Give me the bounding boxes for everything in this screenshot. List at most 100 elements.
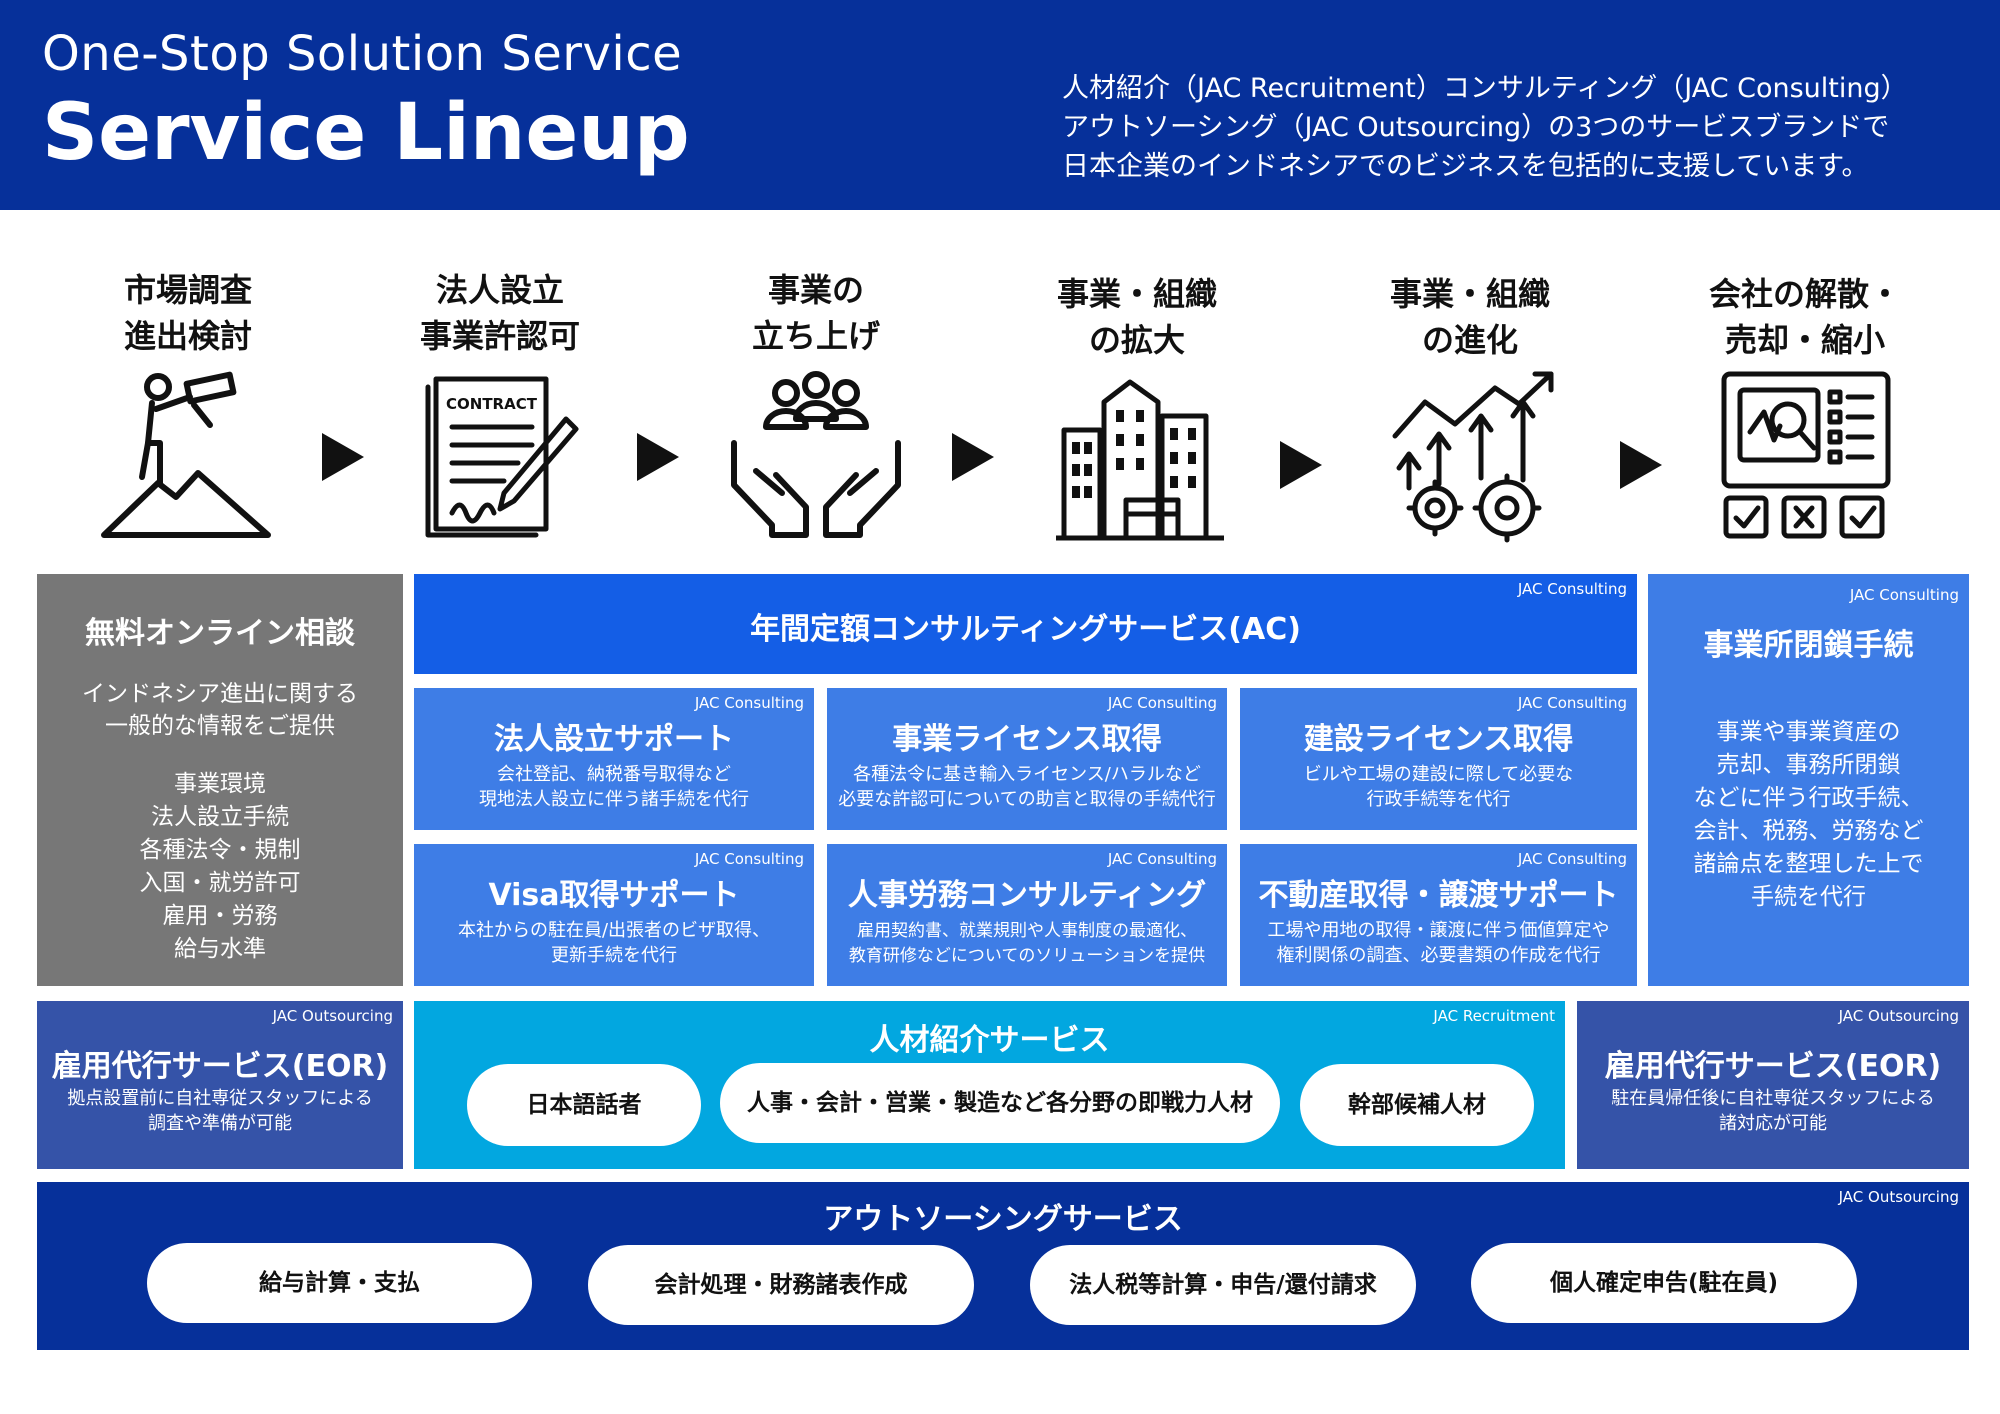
page-title: Service Lineup — [42, 88, 690, 178]
free-consultation-desc: 一般的な情報をご提供 — [105, 713, 335, 739]
free-consultation-title: 無料オンライン相談 — [85, 616, 355, 651]
service-desc: 各種法令に基き輸入ライセンス/ハラルなど — [853, 764, 1201, 785]
annual-consulting-panel: JAC Consulting 年間定額コンサルティングサービス(AC) — [414, 574, 1637, 674]
office-closure-title: 事業所閉鎖手続 — [1703, 628, 1914, 663]
brand-tag: JAC Consulting — [1107, 850, 1217, 868]
header-description-line: アウトソーシング（JAC Outsourcing）の3つのサービスブランドで — [1062, 112, 1890, 143]
stage-label-line: の進化 — [1421, 321, 1518, 359]
header-banner — [0, 0, 2000, 210]
outsourcing-service-pill: 法人税等計算・申告/還付請求 — [1030, 1245, 1416, 1325]
service-desc: 現地法人設立に伴う諸手続を代行 — [479, 789, 749, 810]
service-desc: 行政手続等を代行 — [1366, 789, 1511, 810]
topic-item: 各種法令・規制 — [139, 837, 301, 863]
free-consultation-panel: 無料オンライン相談 インドネシア進出に関する 一般的な情報をご提供 事業環境 法… — [37, 574, 403, 986]
stage-label-line: 市場調査 — [123, 271, 252, 309]
topic-item: 事業環境 — [174, 771, 266, 797]
header-description-line: 日本企業のインドネシアでのビジネスを包括的に支援しています。 — [1062, 151, 1869, 182]
eor-desc: 諸対応が可能 — [1719, 1113, 1827, 1134]
header-description-line: 人材紹介（JAC Recruitment）コンサルティング（JAC Consul… — [1062, 73, 1908, 104]
service-card: JAC Consulting 建設ライセンス取得 ビルや工場の建設に際して必要な… — [1240, 688, 1637, 830]
stage-label-line: 進出検討 — [123, 317, 252, 355]
topic-item: 入国・就労許可 — [139, 870, 301, 896]
stage-label: 事業・組織 の進化 — [1345, 271, 1595, 363]
checklist-board-icon — [1721, 371, 1891, 539]
eor-desc: 調査や準備が可能 — [148, 1113, 292, 1134]
brand-tag: JAC Consulting — [1517, 850, 1627, 868]
stage-label-line: 立ち上げ — [751, 317, 880, 355]
brand-tag: JAC Recruitment — [1433, 1007, 1555, 1025]
annual-consulting-title: 年間定額コンサルティングサービス(AC) — [750, 612, 1301, 647]
service-card: JAC Consulting 事業ライセンス取得 各種法令に基き輸入ライセンス/… — [827, 688, 1227, 830]
brand-tag: JAC Consulting — [1849, 586, 1959, 604]
brand-tag: JAC Outsourcing — [272, 1007, 393, 1025]
eor-panel: JAC Outsourcing 雇用代行サービス(EOR) 駐在員帰任後に自社専… — [1577, 1001, 1969, 1169]
service-desc: 教育研修などについてのソリューションを提供 — [848, 946, 1206, 966]
service-title: Visa取得サポート — [488, 878, 740, 913]
office-closure-panel: JAC Consulting 事業所閉鎖手続 事業や事業資産の 売却、事務所閉鎖… — [1648, 574, 1969, 986]
recruit-category-pill: 日本語話者 — [467, 1064, 701, 1146]
office-closure-desc: 事業や事業資産の — [1716, 719, 1901, 745]
brand-tag: JAC Consulting — [694, 850, 804, 868]
eor-title: 雇用代行サービス(EOR) — [51, 1049, 389, 1084]
service-desc: 雇用契約書、就業規則や人事制度の最適化、 — [857, 921, 1197, 941]
team-hands-icon — [731, 371, 901, 538]
brand-tag: JAC Consulting — [1517, 580, 1627, 598]
office-closure-desc: 売却、事務所閉鎖 — [1716, 752, 1901, 778]
stage-label-line: 事業許認可 — [419, 317, 580, 355]
brand-tag: JAC Consulting — [694, 694, 804, 712]
service-desc: 本社からの駐在員/出張者のビザ取得、 — [457, 920, 771, 941]
service-title: 建設ライセンス取得 — [1303, 722, 1574, 757]
header-subtitle: One-Stop Solution Service — [42, 26, 683, 82]
service-card: JAC Consulting 法人設立サポート 会社登記、納税番号取得など 現地… — [414, 688, 814, 830]
eor-desc: 駐在員帰任後に自社専従スタッフによる — [1611, 1088, 1935, 1109]
free-consultation-desc: インドネシア進出に関する — [82, 681, 358, 707]
recruitment-title: 人材紹介サービス — [869, 1023, 1110, 1058]
buildings-icon — [1056, 379, 1224, 541]
recruit-category-pill: 幹部候補人材 — [1300, 1064, 1534, 1146]
explorer-telescope-icon — [101, 371, 271, 538]
service-desc: 会社登記、納税番号取得など — [497, 764, 731, 785]
contract-icon: CONTRACT — [425, 376, 579, 538]
service-desc: 工場や用地の取得・譲渡に伴う価値算定や — [1267, 920, 1610, 941]
service-card: JAC Consulting Visa取得サポート 本社からの駐在員/出張者のビ… — [414, 844, 814, 986]
service-title: 人事労務コンサルティング — [847, 878, 1207, 913]
stage-label: 事業・組織 の拡大 — [1012, 271, 1262, 363]
office-closure-desc: などに伴う行政手続、 — [1693, 785, 1924, 811]
stage-label: 事業の 立ち上げ — [691, 267, 941, 359]
eor-title: 雇用代行サービス(EOR) — [1604, 1049, 1942, 1084]
stage-label-line: 事業の — [767, 271, 864, 309]
stage-label: 市場調査 進出検討 — [63, 267, 313, 359]
service-title: 法人設立サポート — [494, 722, 734, 757]
office-closure-desc: 諸論点を整理した上で — [1693, 851, 1924, 877]
outsourcing-title: アウトソーシングサービス — [823, 1202, 1183, 1237]
stage-label-line: 売却・縮小 — [1724, 321, 1885, 359]
service-desc: 権利関係の調査、必要書類の作成を代行 — [1276, 945, 1601, 966]
flow-arrow-icon — [1280, 441, 1322, 489]
topic-item: 法人設立手続 — [151, 804, 289, 830]
stage-label-line: 法人設立 — [435, 271, 564, 309]
stage-label-line: 事業・組織 — [1056, 275, 1217, 313]
eor-desc: 拠点設置前に自社専従スタッフによる — [67, 1088, 373, 1109]
stage-label: 会社の解散・ 売却・縮小 — [1680, 271, 1930, 363]
flow-arrow-icon — [322, 433, 364, 481]
brand-tag: JAC Outsourcing — [1838, 1188, 1959, 1206]
service-desc: ビルや工場の建設に際して必要な — [1303, 764, 1574, 785]
stage-label-line: の拡大 — [1088, 321, 1185, 359]
topic-item: 給与水準 — [174, 936, 266, 962]
outsourcing-service-pill: 給与計算・支払 — [147, 1243, 532, 1323]
service-title: 事業ライセンス取得 — [892, 722, 1162, 757]
service-desc: 必要な許認可についての助言と取得の手続代行 — [838, 789, 1216, 810]
office-closure-desc: 会計、税務、労務など — [1693, 818, 1924, 844]
service-card: JAC Consulting 不動産取得・譲渡サポート 工場や用地の取得・譲渡に… — [1240, 844, 1637, 986]
flow-arrow-icon — [952, 433, 994, 481]
brand-tag: JAC Consulting — [1517, 694, 1627, 712]
outsourcing-service-pill: 会計処理・財務諸表作成 — [588, 1245, 974, 1325]
service-title: 不動産取得・譲渡サポート — [1258, 878, 1619, 913]
office-closure-desc: 手続を代行 — [1751, 884, 1866, 910]
flow-arrow-icon — [1620, 441, 1662, 489]
growth-gears-icon — [1392, 371, 1554, 543]
topic-item: 雇用・労務 — [162, 903, 278, 929]
stage-label-line: 会社の解散・ — [1708, 275, 1901, 313]
stage-label: 法人設立 事業許認可 — [375, 267, 625, 359]
flow-arrow-icon — [637, 433, 679, 481]
